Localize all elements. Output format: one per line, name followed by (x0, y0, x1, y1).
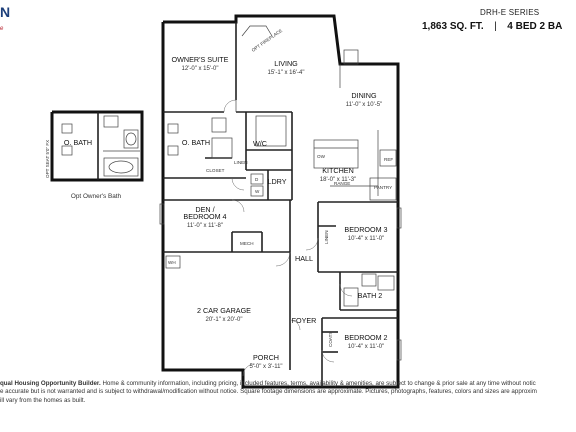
legal-disclaimer: qual Housing Opportunity Builder. Home &… (0, 380, 576, 405)
ref-label: REF (384, 157, 393, 162)
brand-tagline: e (0, 26, 4, 32)
disclaimer-bold: qual Housing Opportunity Builder. (0, 380, 101, 387)
brand-logo: N (0, 4, 11, 20)
foyer-name: FOYER (292, 316, 317, 325)
coats-label: COATS (328, 332, 333, 347)
living-dims: 15'-1" x 16'-4" (268, 70, 305, 76)
garage-dims: 20'-1" x 20'-0" (206, 317, 243, 323)
den-name-2: BEDROOM 4 (183, 212, 226, 221)
bedroom2-dims: 10'-4" x 11'-0" (348, 344, 384, 350)
porch-dims: 5'-0" x 3'-11" (249, 364, 282, 370)
interior-walls (163, 22, 398, 387)
fireplace-label: OPT FIREPLACE (251, 28, 283, 53)
baths-value: 2 (539, 21, 546, 32)
optional-bath-label: O. BATH (64, 138, 92, 147)
hall-linen-label: LINEN (324, 230, 329, 244)
porch-name: PORCH (253, 353, 279, 362)
spec-separator: | (494, 21, 497, 32)
disclaimer-line-1: Home & community information, including … (100, 380, 536, 387)
beds-unit: BED (515, 21, 537, 32)
laundry-name: LDRY (267, 177, 286, 186)
optional-bath-caption: Opt Owner's Bath (71, 193, 122, 200)
ow-label: OW (317, 154, 326, 159)
garage-name: 2 CAR GARAGE (197, 306, 251, 315)
pantry-label: PANTRY (374, 185, 392, 190)
exterior-walls (161, 14, 400, 389)
owners-bath-name: O. BATH (182, 138, 210, 147)
baths-unit: BA (547, 21, 563, 32)
kitchen-dims: 18'-0" x 11'-3" (320, 177, 356, 183)
linen-label: LINEN (234, 160, 248, 165)
washer-label: W (255, 189, 260, 194)
disclaimer-line-2: e accurate but is not warranted and is s… (0, 388, 537, 396)
sqft-unit: SQ. FT. (449, 21, 484, 32)
bedroom3-name: BEDROOM 3 (344, 225, 387, 234)
room-labels: OWNER'S SUITE 12'-0" x 15'-0" LIVING 15'… (172, 55, 388, 370)
dining-name: DINING (351, 91, 377, 100)
sqft-value: 1,863 (422, 21, 448, 32)
fixtures (159, 25, 402, 361)
wic-name: W/C (253, 139, 267, 148)
door-swings (223, 99, 353, 377)
beds-value: 4 (507, 21, 513, 32)
dryer-label: D (255, 177, 259, 182)
owners-suite-dims: 12'-0" x 15'-0" (182, 66, 219, 72)
wh-label: WH (168, 260, 176, 265)
dining-dims: 11'-0" x 10'-5" (346, 102, 382, 108)
disclaimer-line-3: ill vary from the homes as built. (0, 396, 86, 404)
mech-label: MECH (240, 241, 254, 246)
plan-specs: 1,863 SQ. FT. | 4 BED 2 BA (422, 21, 562, 32)
plan-series: DRH-E SERIES (480, 8, 540, 17)
bedroom2-name: BEDROOM 2 (344, 333, 387, 342)
den-name: DEN / (195, 205, 214, 214)
bath2-name: BATH 2 (358, 291, 383, 300)
hall-name: HALL (295, 254, 313, 263)
kitchen-name: KITCHEN (322, 166, 354, 175)
range-label: RANGE (334, 181, 350, 186)
den-dims: 11'-0" x 11'-8" (187, 223, 223, 229)
optional-owners-bath: O. BATH OPT SEAT 5'0" FX Opt Owner's Bat… (45, 110, 144, 200)
living-name: LIVING (274, 59, 298, 68)
owners-suite-name: OWNER'S SUITE (172, 55, 229, 64)
closet-label: CLOSET (206, 168, 225, 173)
opt-seat-label: OPT SEAT 5'0" FX (45, 140, 50, 178)
bedroom3-dims: 10'-4" x 11'-0" (348, 236, 384, 242)
